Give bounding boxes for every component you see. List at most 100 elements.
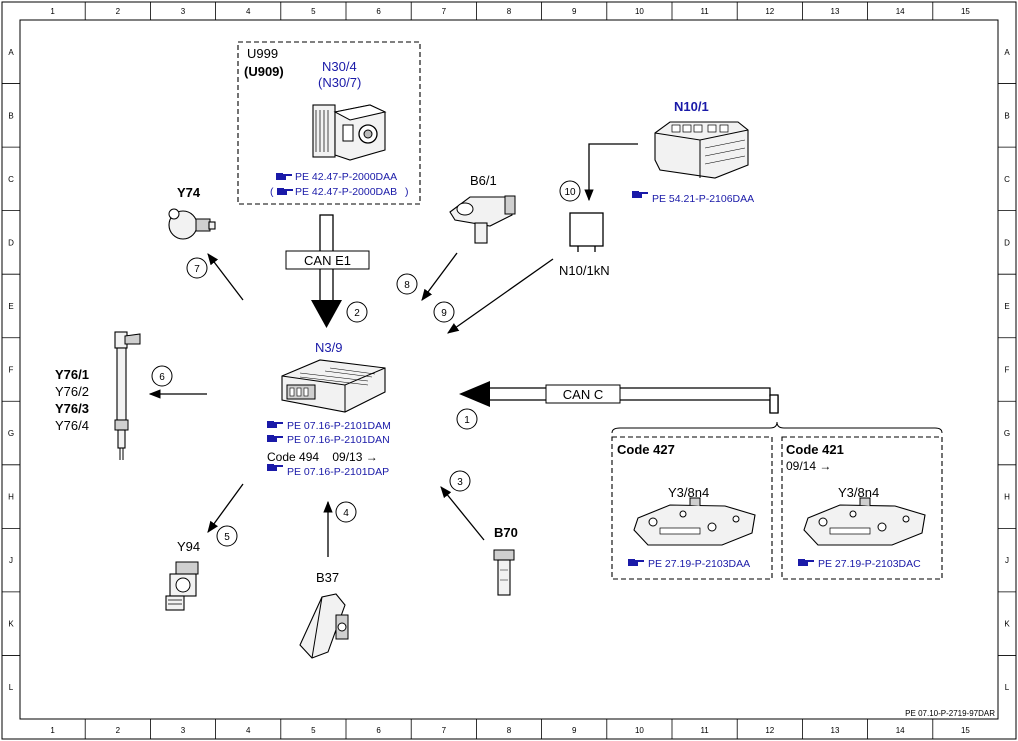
pointing-hand-icon (267, 435, 283, 442)
grid-row-label-right: K (1004, 620, 1010, 629)
grid-column-label-bottom: 14 (896, 726, 905, 735)
grid-row-label-left: F (9, 366, 14, 375)
crankshaft-sensor-icon (493, 549, 515, 596)
u999-dashed-box (237, 41, 421, 205)
grid-row-label-right: L (1005, 683, 1010, 692)
u999-label: U999 (247, 46, 278, 61)
quantity-control-valve-icon (165, 561, 199, 611)
code-427-dashed-box (611, 436, 773, 580)
grid-column-label-bottom: 4 (246, 726, 251, 735)
grid-column-label-bottom: 3 (181, 726, 186, 735)
grid-row-label-left: J (9, 556, 13, 565)
pointing-hand-icon (276, 173, 292, 180)
callout-1: 1 (456, 408, 478, 430)
grid-column-label-top: 14 (896, 7, 905, 16)
arrow-3 (440, 486, 485, 541)
y76-3-label: Y76/3 (55, 401, 89, 416)
can-c-box (545, 384, 621, 404)
grid-row-label-left: L (9, 683, 14, 692)
code-421-dashed-box (781, 436, 943, 580)
esp-control-unit-icon (312, 104, 387, 161)
svg-text:9: 9 (441, 308, 447, 319)
callout-8: 8 (396, 273, 418, 295)
grid-column-label-bottom: 12 (765, 726, 774, 735)
svg-text:10: 10 (564, 187, 576, 198)
code-427-title: Code 427 (617, 442, 675, 457)
b6-1-label: B6/1 (470, 173, 497, 188)
pointing-hand-icon (267, 464, 283, 471)
pointing-hand-icon (798, 559, 814, 566)
svg-text:6: 6 (159, 372, 165, 383)
n10-1-ref: PE 54.21-P-2106DAA (652, 193, 754, 205)
accelerator-pedal-sensor-icon (299, 593, 349, 659)
grid-column-label-top: 10 (635, 7, 644, 16)
grid-row-label-left: H (8, 493, 14, 502)
grid-row-label-left: C (8, 175, 14, 184)
sam-control-unit-icon (654, 121, 749, 179)
y76-2-label: Y76/2 (55, 384, 89, 399)
u909-label: (U909) (244, 64, 284, 79)
grid-column-label-bottom: 11 (700, 726, 709, 735)
grid-row-label-right: C (1004, 175, 1010, 184)
engine-control-unit-icon (281, 359, 386, 413)
n10-1-label: N10/1 (674, 99, 709, 114)
svg-text:1: 1 (464, 415, 470, 426)
can-c-bus-arrow (459, 381, 490, 407)
code-427-part: Y3/8n4 (668, 485, 709, 500)
grid-column-label-bottom: 5 (311, 726, 316, 735)
grid-column-label-bottom: 7 (442, 726, 447, 735)
grid-column-label-top: 6 (376, 7, 381, 16)
grid-row-label-left: D (8, 238, 14, 247)
b37-label: B37 (316, 570, 339, 585)
grid-column-label-bottom: 8 (507, 726, 512, 735)
grid-column-label-top: 13 (831, 7, 840, 16)
document-number: PE 07.10-P-2719-97DAR (905, 709, 995, 718)
grid-column-label-top: 12 (765, 7, 774, 16)
arrow-7 (207, 253, 244, 301)
grid-column-label-top: 4 (246, 7, 251, 16)
grid-row-label-right: J (1005, 556, 1009, 565)
relay-icon (569, 212, 604, 252)
grid-column-label-top: 3 (181, 7, 186, 16)
valve-body-icon (633, 497, 756, 546)
u999-ref-2-open: ( (270, 186, 274, 198)
fuel-injector-icon (114, 331, 141, 460)
y94-label: Y94 (177, 539, 200, 554)
grid-column-label-bottom: 6 (376, 726, 381, 735)
pointing-hand-icon (628, 559, 644, 566)
code-421-part: Y3/8n4 (838, 485, 879, 500)
grid-row-label-right: B (1004, 111, 1009, 120)
code-variant-brace (611, 421, 943, 434)
code-421-date: 09/14 → (786, 459, 831, 473)
inner-frame (19, 19, 999, 720)
n30-7-label: (N30/7) (318, 75, 361, 90)
grid-row-label-left: A (8, 48, 14, 57)
grid-row-label-left: E (8, 302, 13, 311)
can-e1-bus-arrow (311, 214, 342, 328)
grid-column-label-bottom: 13 (831, 726, 840, 735)
callout-4: 4 (335, 501, 357, 523)
callout-6: 6 (151, 365, 173, 387)
svg-text:2: 2 (354, 308, 360, 319)
n30-4-label: N30/4 (322, 59, 357, 74)
pointing-hand-icon (267, 421, 283, 428)
grid-column-label-top: 5 (311, 7, 316, 16)
can-c-bus-tail (769, 394, 779, 414)
n10-1kn-label: N10/1kN (559, 263, 610, 278)
grid-row-label-right: G (1004, 429, 1010, 438)
callout-9: 9 (433, 301, 455, 323)
grid-row-label-right: H (1004, 493, 1010, 502)
grid-column-label-bottom: 1 (50, 726, 55, 735)
can-e1-label: CAN E1 (304, 253, 351, 268)
code-494-line: Code 494 09/13 → (267, 450, 378, 464)
grid-column-label-bottom: 2 (116, 726, 121, 735)
pointing-hand-icon (277, 188, 293, 195)
grid-column-label-top: 2 (116, 7, 121, 16)
camshaft-sensor-icon (449, 195, 516, 244)
pointing-hand-icon (632, 191, 648, 198)
svg-text:3: 3 (457, 477, 463, 488)
callout-7: 7 (186, 257, 208, 279)
